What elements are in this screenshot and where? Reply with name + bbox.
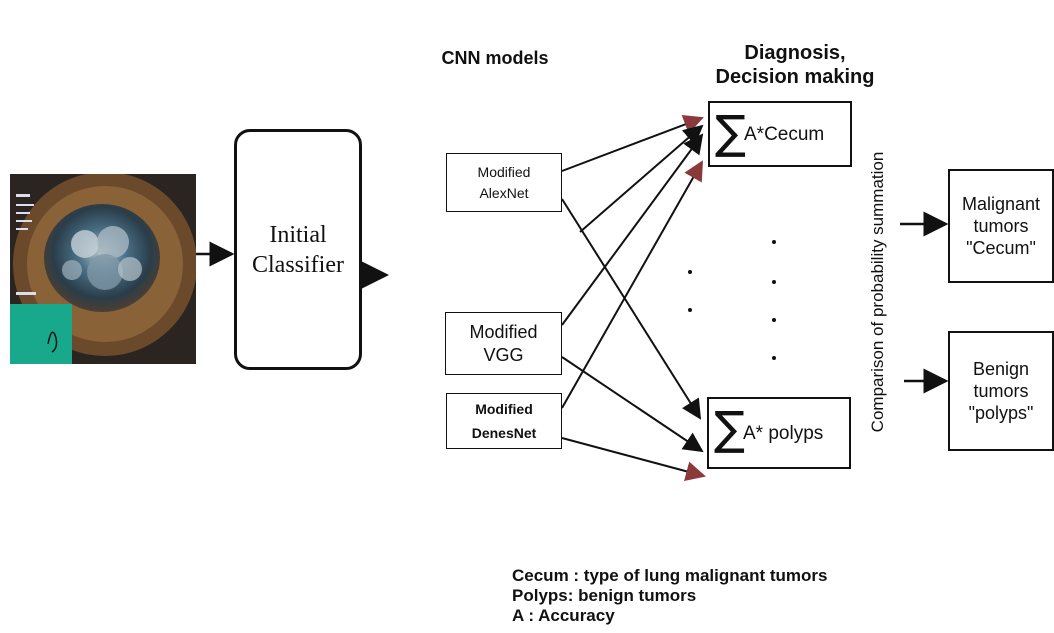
sum-box-polyps: ∑ A* polyps — [707, 397, 851, 469]
output-malignant: Malignant tumors "Cecum" — [948, 169, 1054, 283]
arrow-denesnet-to-cecum — [561, 160, 703, 409]
ellipsis-dot — [772, 280, 776, 284]
endoscopy-image — [10, 174, 196, 364]
cnn-models-title: CNN models — [441, 48, 549, 68]
legend: Cecum : type of lung malignant tumors Po… — [512, 566, 827, 626]
arrow-alexnet-to-polyps — [561, 198, 702, 420]
arrow-alexnet-to-cecum — [561, 115, 704, 172]
initial-classifier-box: Initial Classifier — [234, 129, 362, 370]
ellipsis-dot — [772, 356, 776, 360]
model-denesnet: Modified DenesNet — [446, 393, 562, 449]
sum-polyps-label: A* polyps — [743, 423, 824, 444]
ellipsis-dot — [772, 240, 776, 244]
model-vgg: Modified VGG — [445, 312, 562, 375]
comparison-vertical-label: Comparison of probability summation — [868, 151, 887, 433]
sigma-symbol: ∑ — [714, 401, 745, 455]
arrow-vgg-to-cecum — [561, 133, 704, 326]
legend-cecum: Cecum : type of lung malignant tumors — [512, 566, 828, 585]
legend-accuracy: A : Accuracy — [512, 606, 615, 625]
diagnosis-title: Diagnosis, Decision making — [715, 42, 875, 88]
arrow-denesnet-to-polyps — [561, 437, 706, 482]
arrow-mid-to-cecum — [579, 124, 704, 233]
ellipsis-dot — [772, 318, 776, 322]
ellipsis-dot — [688, 270, 692, 274]
ellipsis-dot — [688, 308, 692, 312]
sum-box-cecum: ∑ A*Cecum — [708, 101, 852, 167]
sigma-symbol: ∑ — [715, 105, 746, 159]
sum-cecum-label: A*Cecum — [744, 124, 825, 145]
model-alexnet: Modified AlexNet — [446, 153, 562, 212]
legend-polyps: Polyps: benign tumors — [512, 586, 697, 605]
arrow-vgg-to-polyps — [561, 356, 704, 453]
output-benign: Benign tumors "polyps" — [948, 331, 1054, 451]
